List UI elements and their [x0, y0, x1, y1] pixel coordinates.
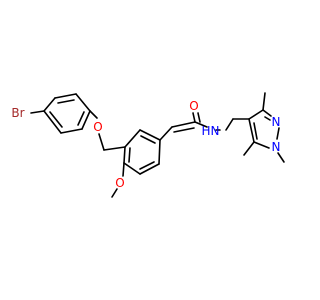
- bond: [140, 135, 156, 144]
- bond: [262, 92, 266, 111]
- bond: [43, 97, 56, 112]
- bond: [253, 122, 258, 140]
- bond: [75, 93, 91, 112]
- bond: [197, 112, 201, 123]
- bond: [253, 141, 270, 149]
- bond: [123, 146, 126, 164]
- amide-nitrogen-label: N: [211, 124, 220, 138]
- bond: [225, 118, 234, 131]
- bond: [139, 163, 160, 175]
- bond: [159, 126, 173, 141]
- bond: [111, 188, 118, 198]
- bond: [139, 129, 161, 141]
- bond: [60, 128, 83, 134]
- bond: [194, 121, 208, 128]
- bond: [103, 146, 126, 151]
- bond: [139, 161, 155, 170]
- bond: [122, 162, 125, 177]
- molecule-structure: Br O O O H N N N: [11, 92, 285, 198]
- carbonyl-oxygen-label: O: [189, 99, 198, 113]
- bond: [192, 112, 196, 123]
- bond: [171, 121, 196, 128]
- methoxy-oxygen-label: O: [115, 176, 124, 190]
- bond: [243, 141, 255, 156]
- pyrazole-nitrogen-2-label: N: [272, 115, 281, 129]
- bond: [277, 152, 285, 163]
- bromine-label: Br: [11, 106, 24, 120]
- bond: [57, 99, 75, 104]
- bond: [54, 93, 77, 99]
- bond: [98, 133, 105, 151]
- bond: [77, 111, 85, 126]
- ether-oxygen-label: O: [93, 120, 102, 134]
- pyrazole-nitrogen-1-label: N: [272, 140, 281, 154]
- atom-labels: Br O O O H N N N: [11, 99, 280, 190]
- bond: [158, 139, 161, 165]
- bond: [43, 110, 62, 134]
- bond: [124, 129, 141, 148]
- amide-hydrogen-label: H: [201, 124, 210, 138]
- bond: [81, 110, 91, 130]
- bond: [264, 116, 271, 121]
- bond: [276, 127, 280, 140]
- bond: [173, 127, 195, 133]
- bond: [30, 110, 45, 114]
- bond: [123, 162, 141, 175]
- bonds: [30, 92, 285, 198]
- bond: [128, 147, 131, 163]
- bond: [49, 111, 63, 128]
- bond: [248, 118, 255, 143]
- bond: [262, 109, 272, 117]
- bond: [248, 109, 264, 120]
- bond: [89, 110, 98, 119]
